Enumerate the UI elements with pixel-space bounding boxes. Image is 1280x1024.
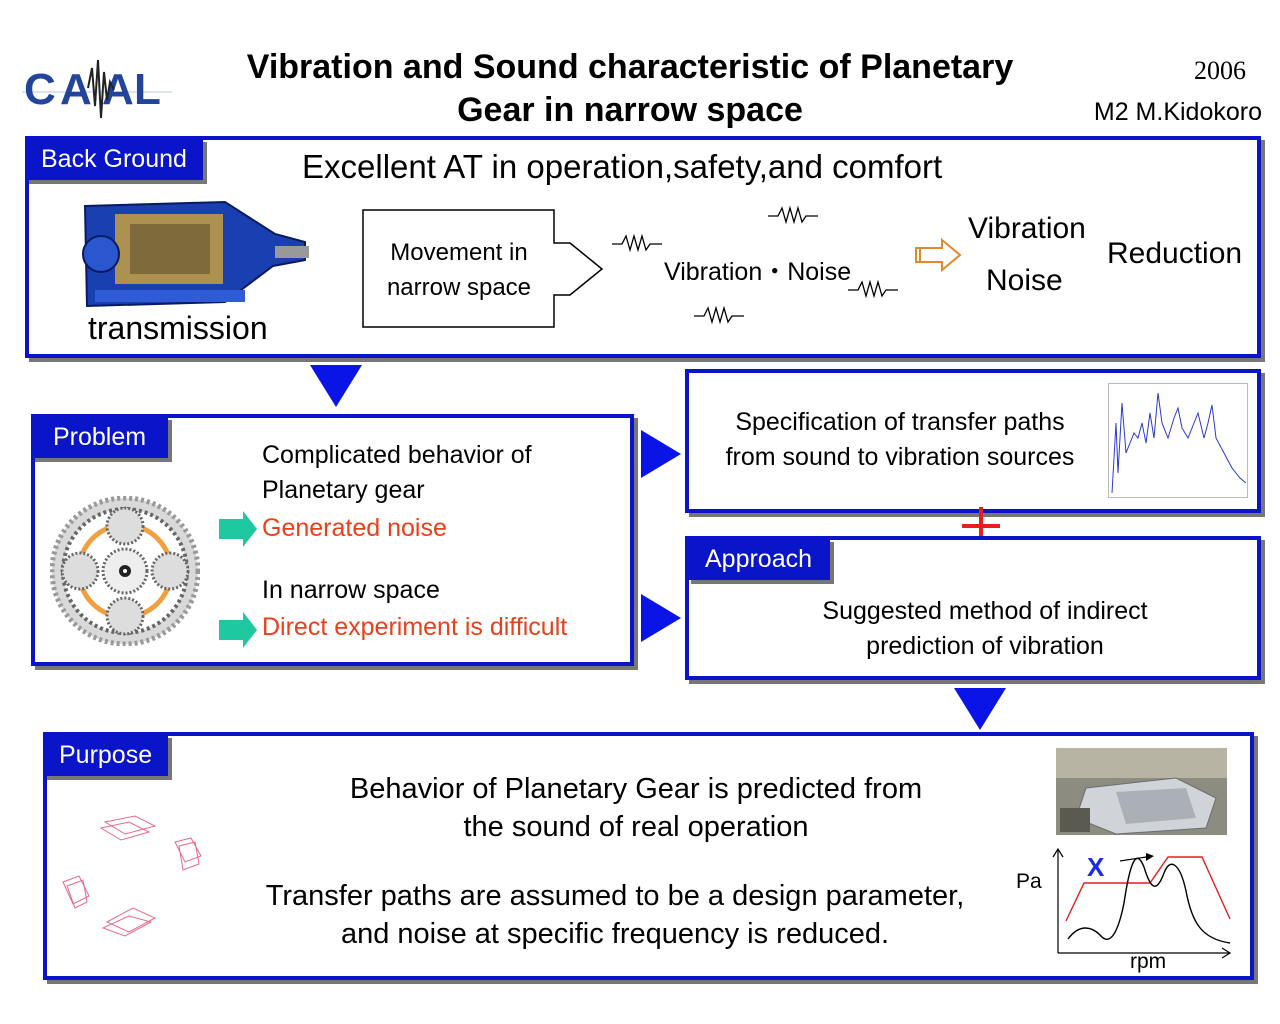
mode-shape-sketch <box>55 812 215 942</box>
generated-noise-text: Generated noise <box>262 514 447 542</box>
noise-symbol-icon <box>848 278 900 303</box>
svg-text:C: C <box>24 65 57 114</box>
purpose-panel <box>43 732 1254 980</box>
right-arrow-icon <box>641 430 681 478</box>
camal-logo: C L A A <box>22 58 177 128</box>
title-line-2: Gear in narrow space <box>457 91 803 129</box>
movement-line-2: narrow space <box>386 274 532 301</box>
svg-text:A: A <box>60 65 92 114</box>
response-graph <box>1040 843 1240 963</box>
noise-symbol-icon <box>612 232 664 257</box>
movement-arrow <box>362 209 607 329</box>
background-headline: Excellent AT in operation,safety,and com… <box>302 148 943 185</box>
spectrum-image <box>1108 383 1248 498</box>
svg-text:A: A <box>102 65 134 114</box>
right-arrow-icon <box>641 594 681 642</box>
noise-text: Noise <box>986 264 1063 297</box>
down-arrow-icon <box>954 688 1006 730</box>
graph-xlabel: rpm <box>1130 950 1167 973</box>
specification-text: Specification of transfer paths from sou… <box>695 405 1105 475</box>
planetary-gear-icon <box>49 495 201 647</box>
purpose-line-2: the sound of real operation <box>463 811 809 843</box>
noise-symbol-icon <box>768 204 820 229</box>
down-arrow-icon <box>310 365 362 407</box>
purpose-tab: Purpose <box>43 734 169 776</box>
problem-item-1-line-1: Complicated behavior of <box>262 441 532 469</box>
purpose-text-block-2: Transfer paths are assumed to be a desig… <box>210 877 1020 953</box>
problem-item-1: Complicated behavior of Planetary gear <box>262 438 532 508</box>
background-tab: Back Ground <box>25 138 203 180</box>
direct-experiment-text: Direct experiment is difficult <box>262 613 568 641</box>
approach-text: Suggested method of indirect prediction … <box>715 594 1255 664</box>
movement-text: Movement in narrow space <box>364 235 554 305</box>
noise-symbol-icon <box>694 304 746 329</box>
approach-panel <box>685 536 1261 680</box>
purpose-text-block-1: Behavior of Planetary Gear is predicted … <box>236 770 1036 846</box>
approach-tab: Approach <box>687 538 831 580</box>
purpose-line-1: Behavior of Planetary Gear is predicted … <box>349 773 923 805</box>
vibration-text: Vibration <box>968 212 1086 245</box>
problem-item-2-line-1: In narrow space <box>262 576 440 604</box>
purpose-line-3: Transfer paths are assumed to be a desig… <box>265 880 965 912</box>
teal-arrow-icon <box>219 611 259 654</box>
page-title: Vibration and Sound characteristic of Pl… <box>200 46 1060 132</box>
transmission-caption: transmission <box>88 310 268 346</box>
svg-text:L: L <box>134 65 161 114</box>
problem-tab: Problem <box>31 416 169 458</box>
approach-line-1: Suggested method of indirect <box>822 597 1148 625</box>
graph-marker: X <box>1087 852 1105 882</box>
orange-arrow-icon <box>914 237 962 277</box>
specification-line-2: from sound to vibration sources <box>725 443 1075 471</box>
approach-line-2: prediction of vibration <box>866 632 1104 660</box>
specification-line-1: Specification of transfer paths <box>735 408 1065 436</box>
purpose-line-4: and noise at specific frequency is reduc… <box>340 918 890 950</box>
transmission-image <box>75 194 311 312</box>
author-label: M2 M.Kidokoro <box>1093 98 1262 126</box>
year-label: 2006 <box>1194 56 1246 85</box>
reduction-text: Reduction <box>1107 237 1243 270</box>
problem-item-1-line-2: Planetary gear <box>262 476 425 504</box>
graph-ylabel: Pa <box>1016 870 1042 893</box>
vibration-noise-text: Vibration・Noise <box>664 258 852 286</box>
title-line-1: Vibration and Sound characteristic of Pl… <box>246 48 1014 86</box>
teal-arrow-icon <box>219 510 259 553</box>
movement-line-1: Movement in <box>390 239 528 266</box>
experiment-photo <box>1056 748 1227 835</box>
